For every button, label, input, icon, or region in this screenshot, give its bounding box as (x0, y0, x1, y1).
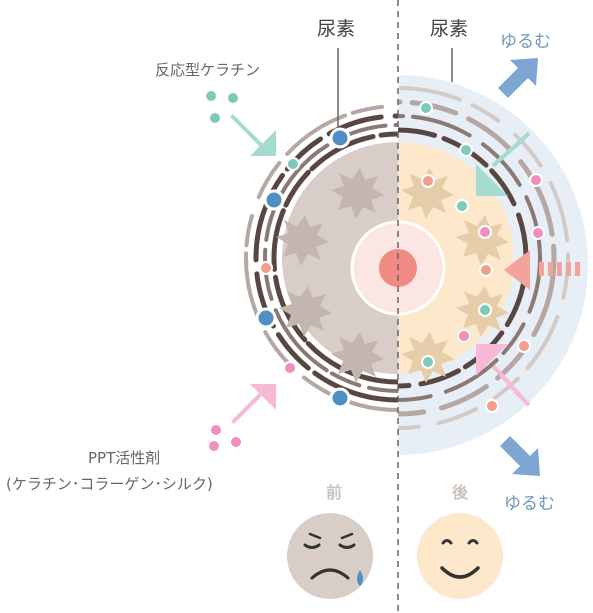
reactive-keratin-label: 反応型ケラチン (155, 61, 261, 79)
ppt-particles (209, 425, 241, 451)
smile-face-icon (417, 513, 503, 599)
pink-particle (283, 361, 297, 375)
urea-label-left: 尿素 (317, 18, 356, 40)
teal-particle (421, 355, 435, 369)
before-section (244, 104, 398, 412)
after-cuticle-2 (398, 114, 542, 402)
after-cortex-cells (401, 168, 509, 383)
teal-particle (419, 101, 433, 115)
before-cortex-cells (276, 168, 384, 383)
loosen-arrow-bottom (500, 436, 540, 476)
after-cuticle-3 (398, 99, 557, 417)
salmon-particle (485, 399, 499, 413)
before-cuticle-1 (271, 131, 398, 385)
urea-molecule (329, 127, 351, 149)
teal-particle (286, 157, 300, 171)
before-cuticle-4 (244, 104, 398, 412)
sad-face-icon (287, 513, 373, 599)
teal-particle (455, 199, 469, 213)
ppt-label: PPT活性剤 (88, 449, 161, 467)
salmon-particle (479, 263, 493, 277)
salmon-particle (517, 339, 531, 353)
after-cuticle-4 (398, 86, 570, 430)
pink-particle (457, 329, 471, 343)
loosen-arrow-top (498, 58, 538, 98)
before-label: 前 (326, 483, 343, 502)
pink-particle (529, 173, 543, 187)
loosen-label-bottom: ゆるむ (504, 494, 555, 514)
reactive-keratin-particles (206, 91, 238, 123)
urea-label-right: 尿素 (430, 18, 469, 40)
pink-inflow-arrow (476, 344, 531, 407)
ppt-arrow (231, 384, 276, 424)
before-cuticle-2 (263, 123, 398, 393)
before-cuticle-3 (253, 113, 398, 403)
ppt-sublabel: (ケラチン･コラーゲン･シルク) (6, 475, 213, 493)
teal-inflow-arrow (476, 131, 531, 196)
pink-particle (531, 226, 545, 240)
urea-molecule (263, 189, 285, 211)
after-label: 後 (452, 483, 469, 502)
urea-molecule (329, 387, 351, 409)
reactive-keratin-arrow (230, 114, 276, 156)
teal-particle (459, 143, 473, 157)
teal-particle (478, 303, 492, 317)
pink-particle (478, 225, 492, 239)
salmon-particle (259, 261, 273, 275)
loosen-label-top: ゆるむ (500, 32, 551, 52)
salmon-inflow-arrow (504, 250, 580, 290)
salmon-particle (421, 174, 435, 188)
urea-molecule (255, 307, 277, 329)
